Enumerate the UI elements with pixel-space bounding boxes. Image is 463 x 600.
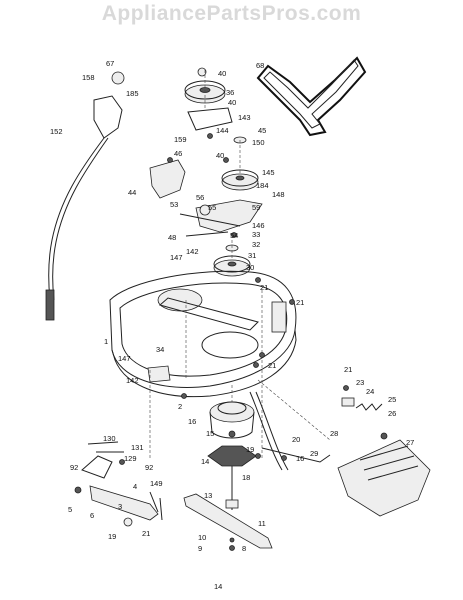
part-label-149: 149 (150, 479, 163, 488)
part-label-9: 9 (198, 544, 202, 553)
part-label-21: 21 (142, 529, 150, 538)
part-label-142: 142 (126, 376, 139, 385)
part-label-16: 16 (188, 417, 196, 426)
lift-link (261, 447, 331, 463)
part-label-16: 16 (296, 454, 304, 463)
part-label-129: 129 (124, 454, 137, 463)
part-label-54: 54 (230, 231, 238, 240)
assembly-lines (149, 70, 331, 460)
part-label-29: 29 (310, 449, 318, 458)
part-label-31: 31 (248, 251, 256, 260)
chute-spring (341, 397, 388, 440)
part-label-67: 67 (106, 59, 114, 68)
part-label-92: 92 (145, 463, 153, 472)
part-label-6: 6 (90, 511, 94, 520)
part-label-21: 21 (260, 283, 268, 292)
part-label-147: 147 (118, 354, 131, 363)
part-label-18: 18 (242, 473, 250, 482)
part-label-158: 158 (82, 73, 95, 82)
spindle-housing (209, 401, 255, 439)
part-label-13: 13 (204, 491, 212, 500)
part-label-23: 23 (356, 378, 364, 387)
part-label-3: 3 (118, 502, 122, 511)
part-label-20: 20 (292, 435, 300, 444)
part-label-146: 146 (252, 221, 265, 230)
part-label-147: 147 (170, 253, 183, 262)
part-label-159: 159 (174, 135, 187, 144)
part-label-131: 131 (131, 443, 144, 452)
part-label-144: 144 (216, 126, 229, 135)
part-label-14: 14 (214, 582, 222, 591)
spindle-assembly (207, 430, 257, 510)
part-label-28: 28 (330, 429, 338, 438)
part-label-30: 30 (246, 263, 254, 272)
linkage-arm (249, 391, 289, 471)
part-label-32: 32 (252, 240, 260, 249)
part-label-55: 55 (208, 203, 216, 212)
part-label-59: 59 (252, 203, 260, 212)
part-label-27: 27 (406, 438, 414, 447)
discharge-chute (337, 439, 431, 517)
part-label-21: 21 (296, 298, 304, 307)
part-label-11: 11 (258, 519, 266, 528)
part-label-46: 46 (174, 149, 182, 158)
part-label-2: 2 (178, 402, 182, 411)
part-label-10: 10 (198, 533, 206, 542)
part-label-19: 19 (108, 532, 116, 541)
part-label-92: 92 (70, 463, 78, 472)
part-label-5: 5 (68, 505, 72, 514)
part-label-150: 150 (252, 138, 265, 147)
part-label-130: 130 (103, 434, 116, 443)
part-label-143: 143 (238, 113, 251, 122)
part-label-36: 36 (226, 88, 234, 97)
throttle-cable (45, 71, 125, 321)
part-label-8: 8 (242, 544, 246, 553)
part-label-25: 25 (388, 395, 396, 404)
part-label-26: 26 (388, 409, 396, 418)
part-label-4: 4 (133, 482, 137, 491)
part-label-142: 142 (186, 247, 199, 256)
part-label-184: 184 (256, 181, 269, 190)
part-label-24: 24 (366, 387, 374, 396)
idler-pulley-right (221, 136, 259, 191)
front-hanger (74, 455, 163, 527)
hardware (167, 133, 349, 551)
idler-arm (179, 199, 263, 237)
mower-deck (109, 270, 297, 398)
part-label-1: 1 (104, 337, 108, 346)
part-label-44: 44 (128, 188, 136, 197)
part-label-40: 40 (218, 69, 226, 78)
belt-guard (149, 159, 186, 199)
part-label-56: 56 (196, 193, 204, 202)
part-label-21: 21 (344, 365, 352, 374)
part-label-45: 45 (258, 126, 266, 135)
part-label-53: 53 (170, 200, 178, 209)
part-label-33: 33 (252, 230, 260, 239)
part-label-145: 145 (262, 168, 275, 177)
part-label-40: 40 (216, 151, 224, 160)
part-label-15: 15 (206, 429, 214, 438)
part-label-21: 21 (268, 361, 276, 370)
part-label-14: 14 (201, 457, 209, 466)
part-label-152: 152 (50, 127, 63, 136)
belt (256, 56, 367, 137)
part-label-185: 185 (126, 89, 139, 98)
part-label-68: 68 (256, 61, 264, 70)
bolt-set (87, 441, 125, 465)
part-label-40: 40 (228, 98, 236, 107)
mower-blade (183, 493, 273, 549)
part-label-19: 19 (246, 445, 254, 454)
part-label-48: 48 (168, 233, 176, 242)
watermark: AppliancePartsPros.com (101, 2, 362, 25)
part-label-148: 148 (272, 190, 285, 199)
part-label-34: 34 (156, 345, 164, 354)
